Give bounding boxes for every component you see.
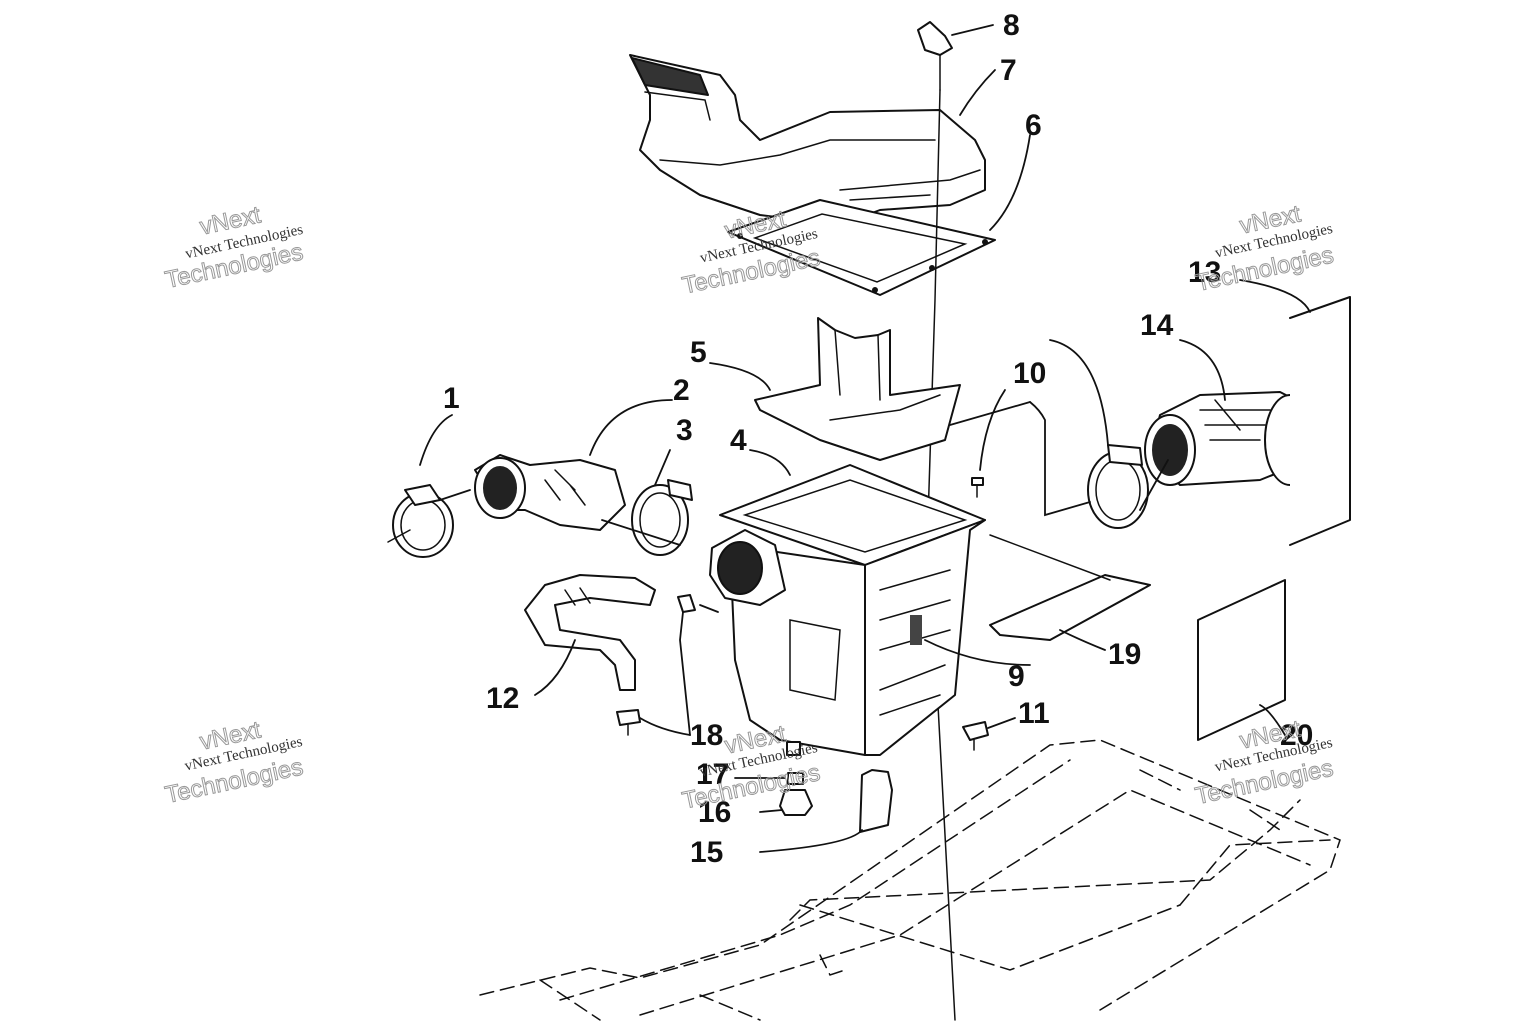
drain-hose [524,574,656,691]
cover-gasket [727,199,996,296]
callout-1: 1 [443,382,460,415]
vehicle-frame [479,739,1341,1021]
housing-gasket [989,534,1151,641]
callout-4: 4 [730,424,747,457]
callout-12: 12 [486,682,519,715]
watermark-top-right: vNext vNext Technologies Technologies [1193,200,1337,298]
fasteners [962,477,989,751]
callout-9: 9 [1008,660,1025,693]
intake-baffle [754,317,961,461]
decal-sheet [1197,579,1286,741]
callout-2: 2 [673,374,690,407]
callout-17: 17 [696,758,729,791]
callout-14: 14 [1140,309,1174,342]
leader-lines [419,24,1311,853]
callout-11: 11 [1018,697,1050,730]
small-clamps [616,594,696,736]
intake-boot [474,454,626,531]
callout-13: 13 [1188,256,1221,289]
callout-8: 8 [1003,9,1020,42]
callout-10: 10 [1013,357,1046,390]
airbox-cover [629,54,986,226]
callout-16: 16 [698,796,731,829]
callout-18: 18 [690,719,723,752]
callout-20: 20 [1280,719,1313,752]
drain-components [779,741,893,833]
retainer-clip [917,21,953,91]
callout-5: 5 [690,336,707,369]
callout-19: 19 [1108,638,1141,671]
air-filter-element [1144,391,1316,486]
airbox-housing [709,464,986,756]
hose-clamp-left [387,484,454,558]
watermark-bottom-left: vNext vNext Technologies Technologies [162,716,306,810]
callouts: 1 2 3 4 5 6 7 8 9 10 11 12 13 14 15 16 1… [443,9,1313,869]
callout-7: 7 [1000,54,1017,87]
filter-sheet [1289,296,1351,546]
callout-3-left: 3 [676,414,693,447]
watermark-top-left: vNext vNext Technologies Technologies [162,201,306,295]
callout-6: 6 [1025,109,1042,142]
watermark-bottom-center: vNext vNext Technologies Technologies [679,720,823,815]
callout-15: 15 [690,836,723,869]
hose-clamp-center [631,479,693,556]
hose-clamp-right [1087,444,1149,529]
